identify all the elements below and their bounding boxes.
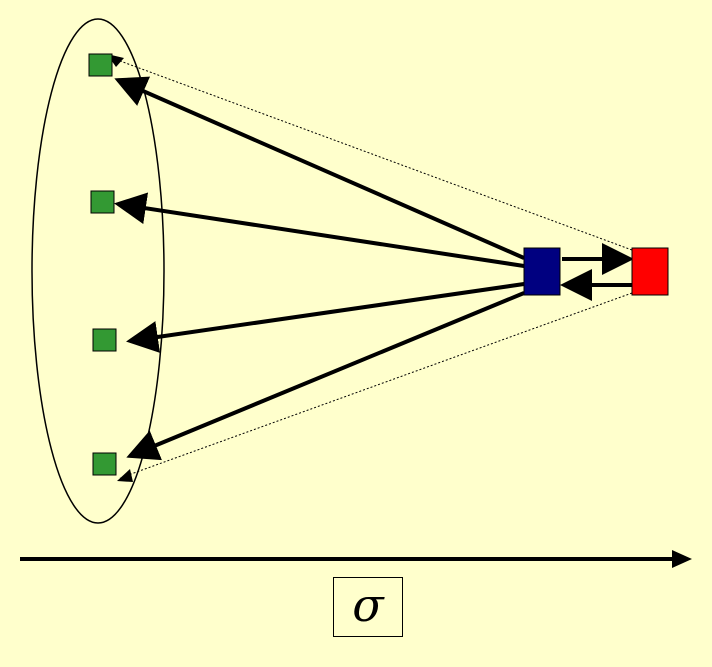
arrow-to-node-2: [114, 192, 525, 268]
sigma-axis-arrowhead: [672, 550, 692, 568]
group-node-1: [88, 53, 113, 77]
axis-label: σ: [352, 578, 384, 632]
axis-label-box: σ: [333, 577, 403, 637]
group-node-4: [92, 452, 117, 476]
group-ellipse: [31, 18, 165, 524]
dotted-line-bottom: [119, 292, 633, 479]
group-node-3: [92, 328, 117, 352]
target-node: [631, 247, 669, 296]
center-node: [523, 247, 561, 296]
dotted-line-top: [111, 57, 633, 251]
arrow-to-node-1: [114, 76, 525, 260]
arrow-to-node-3: [126, 282, 525, 353]
arrow-to-node-4: [126, 291, 525, 461]
arrowhead-dotted-bottom: [117, 469, 133, 482]
group-node-2: [90, 190, 115, 214]
